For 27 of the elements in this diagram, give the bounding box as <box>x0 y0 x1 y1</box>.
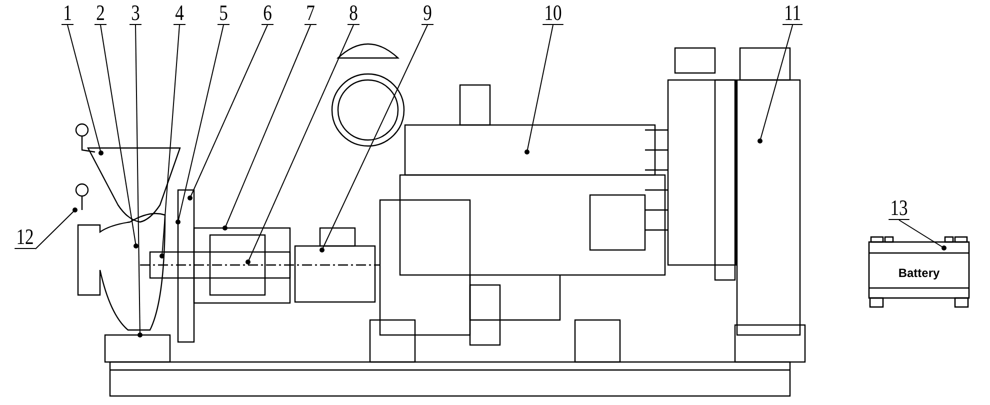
callout-number: 3 <box>130 2 142 25</box>
leader-line <box>246 24 354 264</box>
leader-line <box>222 24 311 230</box>
callout-number: 10 <box>542 2 564 25</box>
battery-label: Battery <box>897 266 941 280</box>
leader-line <box>320 24 428 252</box>
callout-number: 7 <box>304 2 316 25</box>
leader-line <box>524 24 554 154</box>
leader-line <box>898 220 946 250</box>
leader-line <box>100 24 138 248</box>
leader-line <box>176 24 224 224</box>
callout-number: 11 <box>782 2 803 25</box>
leader-line <box>34 208 78 250</box>
callout-number: 2 <box>94 2 106 25</box>
callout-number: 1 <box>62 2 74 25</box>
leader-line <box>160 24 180 258</box>
callout-number: 8 <box>348 2 360 25</box>
callout-number: 6 <box>262 2 274 25</box>
leader-line <box>135 24 142 338</box>
leader-line <box>758 24 794 144</box>
leader-line <box>67 24 104 156</box>
callout-number: 13 <box>888 197 910 220</box>
callout-number: 9 <box>422 2 434 25</box>
leader-line <box>188 24 268 200</box>
callout-number: 4 <box>174 2 186 25</box>
callout-number: 5 <box>218 2 230 25</box>
callout-number: 12 <box>14 226 36 249</box>
